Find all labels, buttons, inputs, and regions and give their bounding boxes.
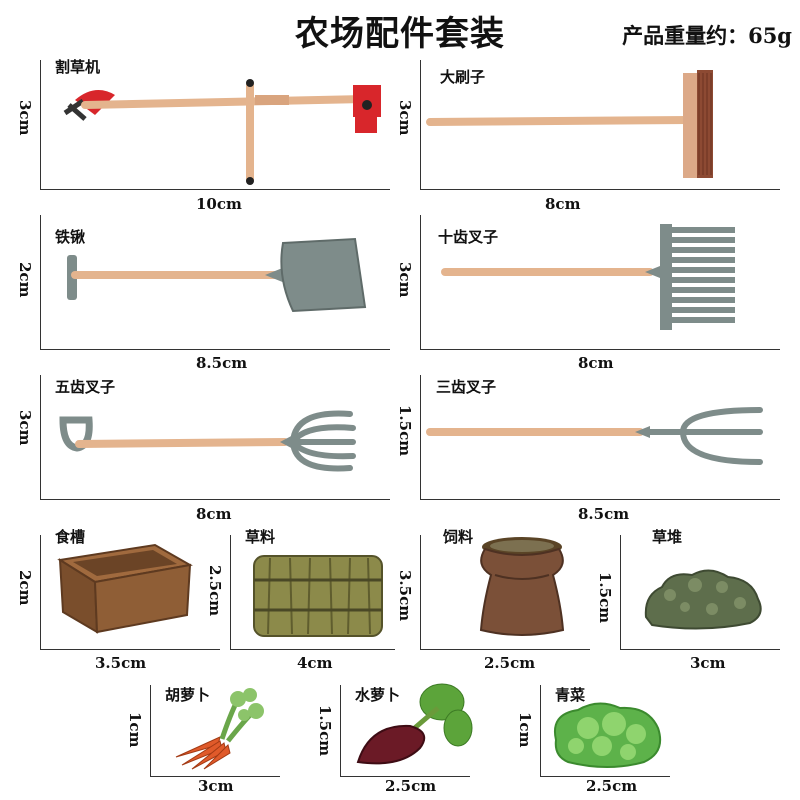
mower-width: 10cm	[196, 195, 242, 213]
three-fork-width: 8.5cm	[578, 505, 630, 523]
three-fork-label: 三齿叉子	[436, 378, 497, 396]
feed-width: 2.5cm	[484, 654, 536, 672]
ten-fork-width: 8cm	[578, 354, 614, 372]
radish-frame	[340, 685, 470, 777]
carrot-frame	[150, 685, 280, 777]
five-fork-label: 五齿叉子	[55, 378, 116, 396]
five-fork-frame	[40, 375, 390, 500]
haystack-image	[644, 569, 762, 630]
broom-image	[426, 70, 713, 178]
feed-height: 3.5cm	[396, 570, 414, 622]
shovel-height: 2cm	[16, 262, 34, 298]
feed-label: 饲料	[443, 528, 474, 546]
haystack-width: 3cm	[690, 654, 726, 672]
haystack-height: 1.5cm	[596, 572, 614, 624]
cabbage-height: 1cm	[516, 712, 534, 748]
carrot-width: 3cm	[198, 777, 234, 795]
broom-label: 大刷子	[440, 68, 486, 86]
carrot-height: 1cm	[126, 712, 144, 748]
radish-height: 1.5cm	[316, 705, 334, 757]
feed-image	[479, 537, 565, 636]
hay-label: 草料	[245, 528, 276, 546]
trough-height: 2cm	[16, 570, 34, 606]
ten-fork-frame	[420, 215, 780, 350]
broom-width: 8cm	[545, 195, 581, 213]
haystack-label: 草堆	[652, 528, 683, 546]
five-fork-image	[59, 410, 356, 472]
shovel-width: 8.5cm	[196, 354, 248, 372]
ten-fork-height: 3cm	[396, 262, 414, 298]
hay-width: 4cm	[297, 654, 333, 672]
mower-image	[63, 79, 381, 185]
product-weight: 产品重量约：65g	[622, 23, 792, 48]
mower-height: 3cm	[16, 100, 34, 136]
trough-width: 3.5cm	[95, 654, 147, 672]
ten-fork-image	[441, 224, 735, 330]
carrot-image	[175, 688, 264, 770]
shovel-image	[67, 237, 367, 313]
hay-image	[253, 555, 383, 637]
page-title: 农场配件套装	[295, 14, 505, 54]
cabbage-frame	[540, 685, 670, 777]
shovel-frame	[40, 215, 390, 350]
trough-label: 食槽	[55, 528, 86, 546]
mower-label: 割草机	[55, 58, 101, 76]
cabbage-label: 青菜	[555, 686, 586, 704]
radish-width: 2.5cm	[385, 777, 437, 795]
feed-frame	[420, 535, 590, 650]
five-fork-width: 8cm	[196, 505, 232, 523]
three-fork-image	[426, 407, 763, 465]
shovel-label: 铁锹	[55, 228, 86, 246]
hay-height: 2.5cm	[206, 565, 224, 617]
three-fork-frame	[420, 375, 780, 500]
broom-height: 3cm	[396, 100, 414, 136]
trough-image	[57, 543, 193, 634]
broom-frame	[420, 60, 780, 190]
carrot-label: 胡萝卜	[165, 686, 211, 704]
radish-image	[356, 683, 473, 765]
three-fork-height: 1.5cm	[396, 405, 414, 457]
hay-frame	[230, 535, 395, 650]
cabbage-image	[554, 702, 662, 768]
ten-fork-label: 十齿叉子	[438, 228, 499, 246]
radish-label: 水萝卜	[355, 686, 401, 704]
five-fork-height: 3cm	[16, 410, 34, 446]
cabbage-width: 2.5cm	[586, 777, 638, 795]
trough-frame	[40, 535, 220, 650]
mower-frame	[40, 60, 390, 190]
haystack-frame	[620, 535, 780, 650]
